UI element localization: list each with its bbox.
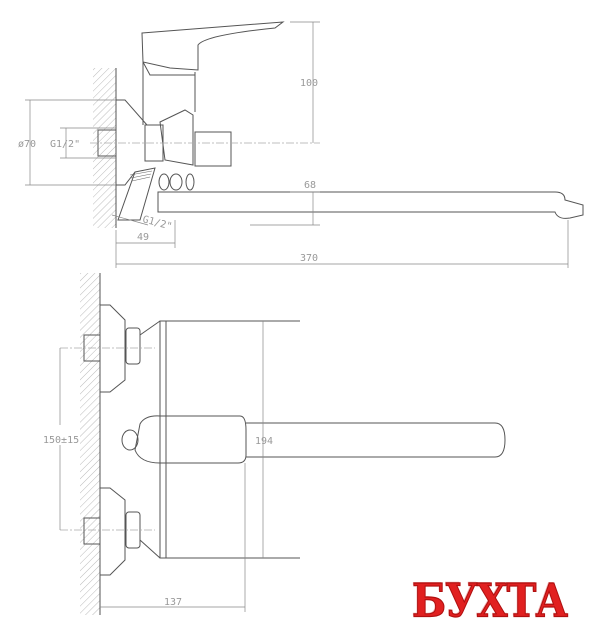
dim-spacing: 150±15 — [43, 435, 79, 446]
dim-depth: 137 — [164, 597, 182, 608]
dim-length: 370 — [300, 253, 318, 264]
dim-thread-bottom: G1/2" — [141, 214, 173, 232]
top-view: 150±15 194 137 — [43, 273, 506, 615]
side-view: 100 68 49 370 ø70 G1/2" G1/2" — [18, 21, 584, 268]
dim-thread-top: G1/2" — [50, 139, 80, 150]
wall-hatch — [80, 273, 100, 615]
dim-height: 100 — [300, 78, 318, 89]
brand-logo: БУХТА — [411, 573, 568, 629]
dim-spout-height: 68 — [304, 180, 316, 191]
wall-hatch — [93, 68, 116, 228]
dim-wall-depth: 49 — [137, 232, 149, 243]
dim-flange-diameter: ø70 — [18, 139, 36, 150]
dim-plate-height: 194 — [255, 436, 273, 447]
